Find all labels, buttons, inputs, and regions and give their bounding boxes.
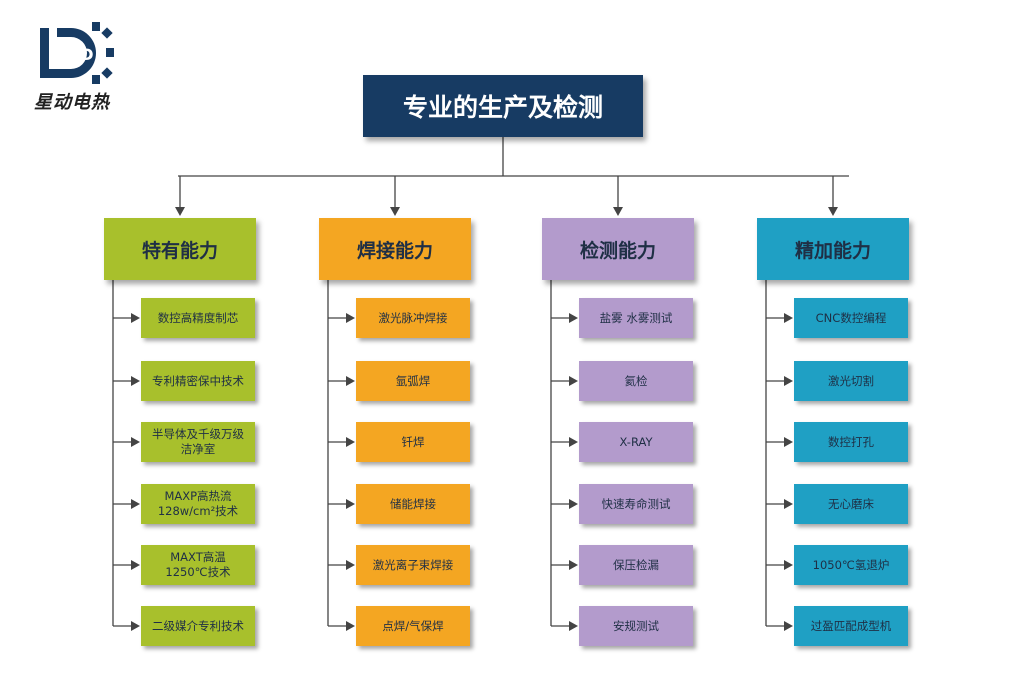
logo-mark: LD [70,45,93,64]
arrow-right-icon [131,437,140,447]
arrow-right-icon [346,313,355,323]
capability-item: 安规测试 [579,606,693,646]
capability-item: 1050℃氢退炉 [794,545,908,585]
arrow-right-icon [569,499,578,509]
arrow-right-icon [569,560,578,570]
arrow-right-icon [569,621,578,631]
arrow-right-icon [784,560,793,570]
capability-item: 半导体及千级万级洁净室 [141,422,255,462]
arrow-right-icon [131,376,140,386]
capability-item: 保压检漏 [579,545,693,585]
arrow-right-icon [131,621,140,631]
capability-item: 盐雾 水雾测试 [579,298,693,338]
arrow-right-icon [784,621,793,631]
capability-item: CNC数控编程 [794,298,908,338]
arrow-right-icon [346,560,355,570]
category-box: 焊接能力 [319,218,471,280]
capability-item: 数控打孔 [794,422,908,462]
capability-item: 储能焊接 [356,484,470,524]
capability-item: 点焊/气保焊 [356,606,470,646]
category-box: 特有能力 [104,218,256,280]
arrow-right-icon [131,499,140,509]
arrow-right-icon [784,499,793,509]
arrow-right-icon [346,499,355,509]
arrow-down-icon [390,207,400,216]
arrow-right-icon [346,621,355,631]
diagram-title: 专业的生产及检测 [363,75,643,137]
capability-item: 快速寿命测试 [579,484,693,524]
category-box: 检测能力 [542,218,694,280]
arrow-right-icon [131,560,140,570]
arrow-right-icon [131,313,140,323]
capability-item: 氦检 [579,361,693,401]
arrow-right-icon [784,313,793,323]
capability-item: 过盈匹配成型机 [794,606,908,646]
arrow-right-icon [346,437,355,447]
capability-item: 钎焊 [356,422,470,462]
capability-item: 激光离子束焊接 [356,545,470,585]
arrow-right-icon [784,376,793,386]
arrow-right-icon [784,437,793,447]
arrow-down-icon [613,207,623,216]
company-logo: LD [30,14,130,114]
arrow-right-icon [346,376,355,386]
arrow-right-icon [569,437,578,447]
arrow-right-icon [569,313,578,323]
arrow-right-icon [569,376,578,386]
capability-item: 激光切割 [794,361,908,401]
logo-caption: 星动电热 [34,92,110,113]
capability-item: 无心磨床 [794,484,908,524]
category-box: 精加能力 [757,218,909,280]
arrow-down-icon [828,207,838,216]
capability-item: 氩弧焊 [356,361,470,401]
capability-item: 二级媒介专利技术 [141,606,255,646]
gear-icon: LD [40,22,114,84]
arrow-down-icon [175,207,185,216]
capability-item: 激光脉冲焊接 [356,298,470,338]
capability-item: X-RAY [579,422,693,462]
capability-item: 专利精密保中技术 [141,361,255,401]
capability-item: 数控高精度制芯 [141,298,255,338]
